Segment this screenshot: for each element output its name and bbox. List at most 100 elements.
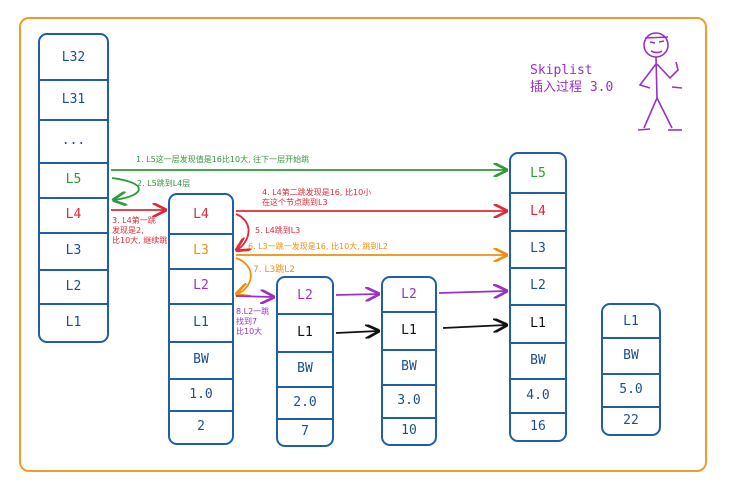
separator: [40, 119, 107, 121]
separator: [170, 268, 232, 270]
node4-cell-score: 3.0: [397, 393, 421, 408]
annotation-step-1: 1. L5这一层发现值是16比10大, 往下一层开始跳: [136, 155, 310, 164]
separator: [278, 351, 332, 353]
node2-cell-l4: L4: [193, 206, 209, 222]
separator: [170, 378, 232, 380]
node4-cell-l2: L2: [401, 287, 417, 302]
arrow-l5-down-l4: [112, 177, 140, 200]
node2-cell-l3: L3: [193, 243, 209, 258]
node3-cell-score: 2.0: [293, 394, 317, 410]
annotation-step-8-line-2: 找到7: [236, 317, 258, 326]
node2-cell-value: 2: [197, 419, 205, 434]
arrow-10-l2-to-16: [438, 291, 506, 293]
node2-cell-bw: BW: [193, 352, 209, 367]
separator: [278, 313, 332, 315]
node5-cell-l4: L4: [530, 203, 546, 219]
head-cell-l32: L32: [61, 49, 86, 65]
arrow-l3-down-l2: [236, 257, 252, 294]
node6-cell-value: 22: [623, 412, 639, 428]
annotation-step-3-line-2: 发现是2,: [112, 226, 144, 235]
node-2: L4 L3 L2 L1 BW 1.0 2: [168, 193, 234, 445]
head-cell-l2: L2: [65, 278, 82, 294]
separator: [511, 267, 565, 269]
separator: [278, 386, 332, 388]
node6-cell-l1: L1: [623, 313, 639, 329]
node3-cell-value: 7: [301, 424, 309, 439]
arrow-l4-down-l3: [236, 213, 249, 250]
head-cell-l1: L1: [65, 314, 82, 330]
node5-cell-value: 16: [530, 418, 546, 434]
node4-cell-bw: BW: [401, 359, 417, 374]
annotation-step-2: 2. L5跳到L4层: [137, 179, 191, 188]
separator: [511, 412, 565, 414]
head-cell-l3: L3: [65, 243, 82, 258]
diagram-frame: [19, 17, 707, 472]
annotation-step-4: 4. L4第二跳发现是16, 比10小 在这个节点跳到L3: [262, 188, 371, 208]
annotation-step-8-line-3: 比10大: [236, 327, 263, 336]
annotation-step-4-line-1: 4. L4第二跳发现是16, 比10小: [262, 188, 372, 197]
separator: [40, 269, 107, 271]
annotation-step-4-line-2: 在这个节点跳到L3: [262, 198, 328, 207]
head-cell-l5: L5: [65, 172, 82, 187]
node2-cell-score: 1.0: [189, 386, 213, 402]
separator: [603, 406, 659, 408]
node5-cell-score: 4.0: [526, 387, 550, 403]
separator: [278, 418, 332, 420]
separator: [170, 410, 232, 412]
node4-cell-value: 10: [401, 423, 417, 438]
node3-cell-bw: BW: [297, 361, 313, 376]
separator: [170, 341, 232, 343]
head-cell-ellipsis: ...: [61, 133, 86, 148]
head-cell-l4: L4: [65, 207, 82, 222]
separator: [603, 337, 659, 339]
diagram-title: Skiplist 插入过程 3.0: [530, 62, 613, 96]
annotation-step-3: 3. L4第一跳 发现是2, 比10大, 继续跳: [112, 216, 167, 246]
separator: [40, 303, 107, 305]
node5-cell-bw: BW: [530, 352, 546, 368]
annotation-step-5: 5. L4跳到L3: [255, 226, 301, 235]
arrow-7-l2-to-10: [335, 294, 378, 295]
arrow-10-l1-to-16: [442, 325, 506, 328]
separator: [40, 79, 107, 81]
title-line-1: Skiplist: [530, 63, 593, 78]
node6-cell-bw: BW: [623, 347, 639, 363]
separator: [170, 233, 232, 235]
node3-cell-l2: L2: [297, 288, 313, 303]
node5-cell-l1: L1: [530, 315, 546, 331]
arrow-7-l1-to-10: [335, 331, 378, 333]
separator: [383, 417, 435, 419]
node-10: L2 L1 BW 3.0 10: [381, 276, 437, 446]
annotation-step-8-line-1: 8.L2一跳: [236, 307, 270, 316]
head-node: L32 L31 ... L5 L4 L3 L2 L1: [38, 33, 109, 343]
annotation-step-3-line-1: 3. L4第一跳: [112, 216, 156, 225]
separator: [511, 192, 565, 194]
node2-cell-l2: L2: [193, 278, 209, 293]
title-line-2: 插入过程 3.0: [530, 80, 614, 95]
separator: [170, 303, 232, 305]
node4-cell-l1: L1: [401, 322, 417, 338]
node5-cell-l3: L3: [530, 241, 546, 256]
separator: [383, 349, 435, 351]
stick-figure-illustration: [637, 32, 683, 131]
separator: [40, 162, 107, 164]
separator: [511, 230, 565, 232]
separator: [40, 232, 107, 234]
separator: [511, 342, 565, 344]
arrow-l2-to-7: [235, 296, 273, 297]
node-7: L2 L1 BW 2.0 7: [276, 276, 334, 447]
node5-cell-l2: L2: [530, 278, 546, 293]
annotation-step-8: 8.L2一跳 找到7 比10大: [236, 307, 269, 337]
node6-cell-score: 5.0: [619, 382, 643, 397]
annotation-step-3-line-3: 比10大, 继续跳: [112, 236, 168, 245]
separator: [383, 311, 435, 313]
separator: [40, 197, 107, 199]
node-22: L1 BW 5.0 22: [601, 303, 661, 436]
annotation-step-7: 7. L3跳L2: [253, 265, 295, 275]
annotation-step-6: 6. L3一跳一发现是16, 比10大, 跳到L2: [248, 242, 388, 251]
node3-cell-l1: L1: [297, 324, 313, 340]
node5-cell-l5: L5: [530, 165, 546, 181]
separator: [511, 378, 565, 380]
separator: [603, 373, 659, 375]
separator: [511, 304, 565, 306]
